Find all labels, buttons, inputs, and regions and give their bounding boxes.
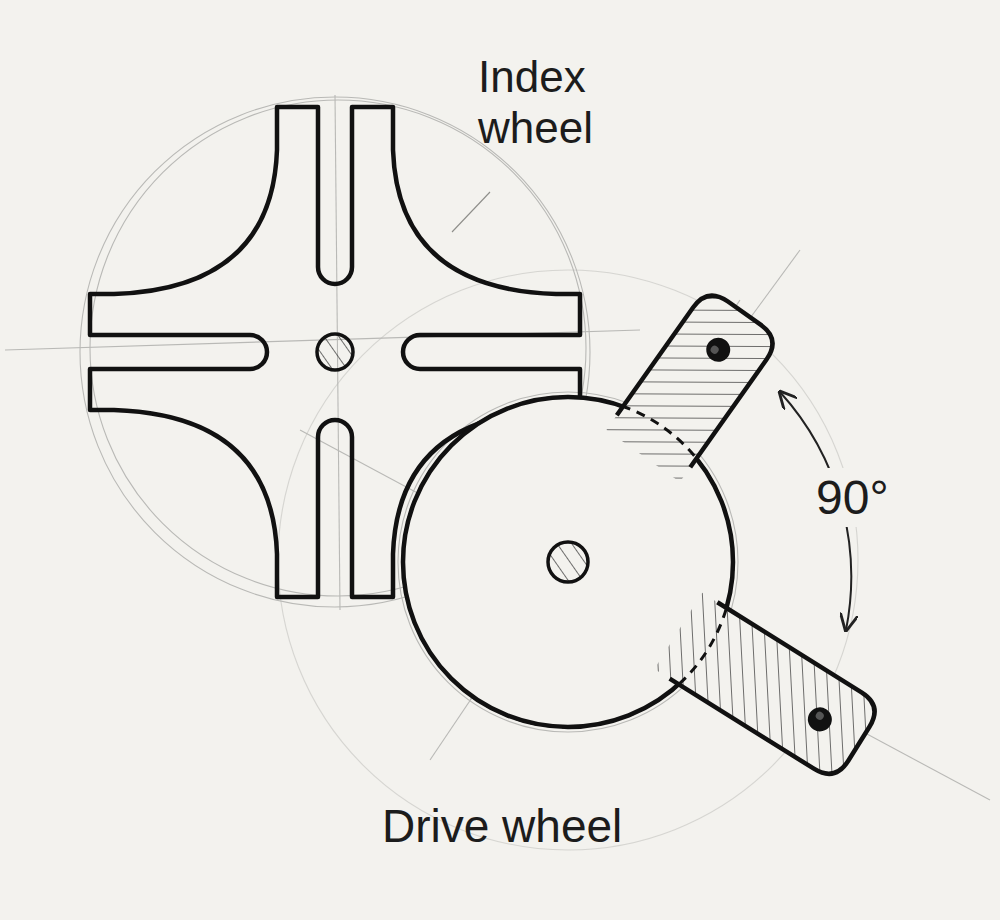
hidden-edge [403,397,733,727]
part-label: Drive wheel [382,800,622,853]
pin-highlight [814,710,825,721]
construction-lines [5,95,990,850]
pin-highlight [709,344,720,355]
drive-pin [803,703,836,736]
leader-line [452,192,490,232]
angle-label: 90° [812,468,893,527]
part-label: Index wheel [478,52,653,153]
drive-shaft [548,542,588,582]
crank-arm [606,287,781,482]
index-shaft [317,334,353,370]
arm-outline [617,287,781,467]
arm-ground [606,287,781,482]
arm-outline [670,602,883,782]
drive-pin [702,333,735,366]
pencil-circle [278,270,858,850]
arm-hatch [606,287,781,482]
